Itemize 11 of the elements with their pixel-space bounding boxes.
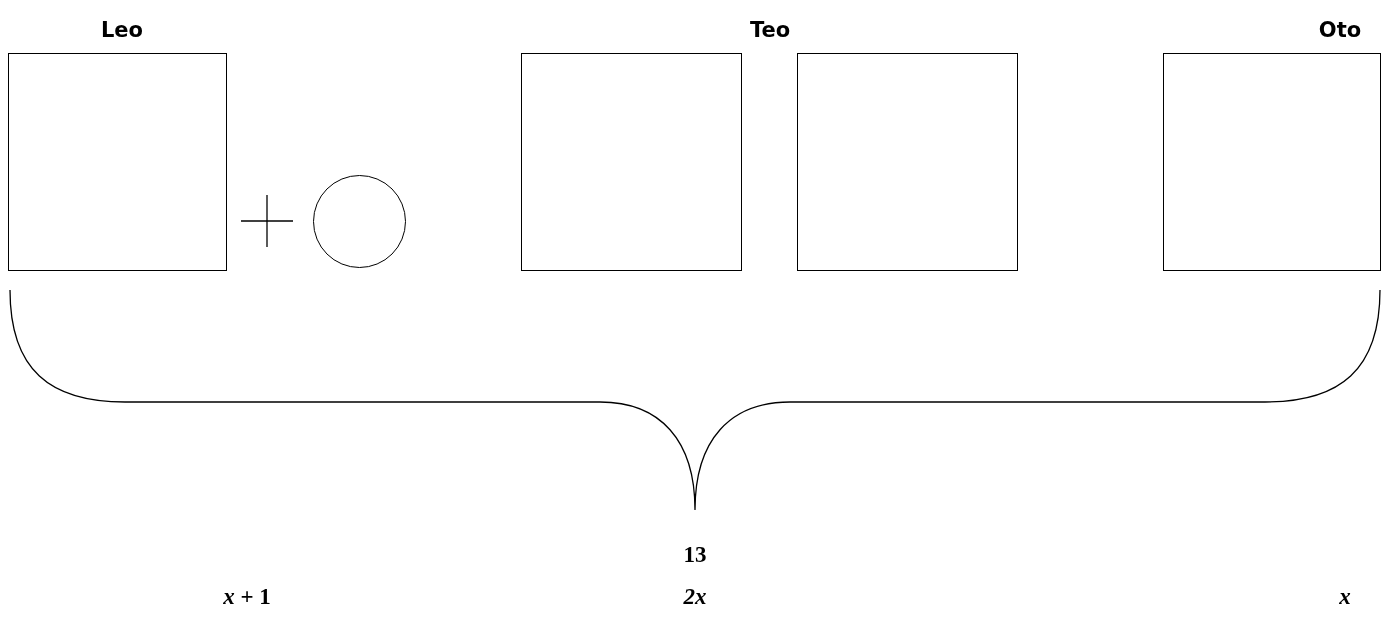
expression: x + 1 xyxy=(223,585,271,608)
name-label: Teo xyxy=(749,20,791,41)
empty-square xyxy=(797,53,1018,271)
empty-square xyxy=(8,53,227,271)
empty-square xyxy=(521,53,742,271)
total-value: 13 xyxy=(683,543,707,566)
name-label: Leo xyxy=(100,20,144,41)
empty-square xyxy=(1163,53,1381,271)
expression: 2x xyxy=(683,585,707,608)
variable: x xyxy=(1339,585,1351,608)
name-label: Oto xyxy=(1318,20,1362,41)
